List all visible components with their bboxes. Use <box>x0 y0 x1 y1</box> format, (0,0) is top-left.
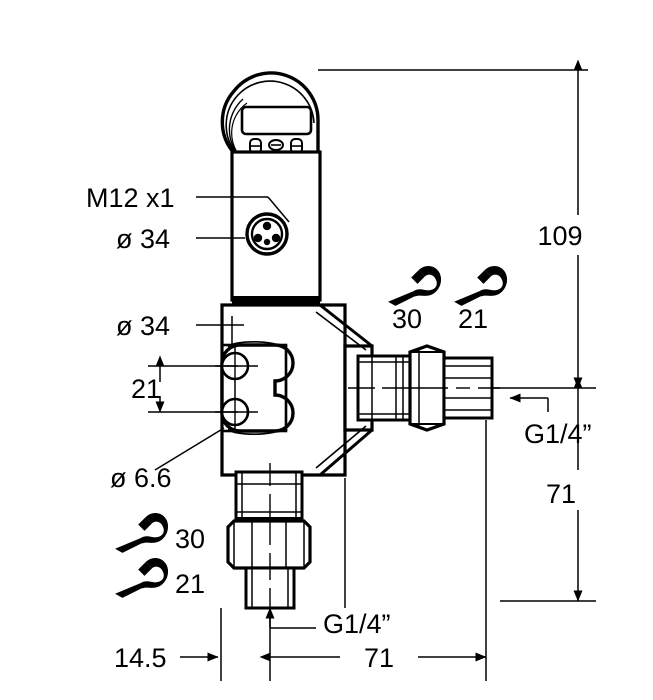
label-width-71: 71 <box>364 643 394 673</box>
label-dia-6-6: ø 6.6 <box>110 463 172 493</box>
process-connection-bottom <box>226 463 312 612</box>
mounting-bracket <box>215 340 295 436</box>
label-thread-g14-right: G1/4” <box>524 419 592 449</box>
label-m12-thread: M12 x1 <box>86 183 175 213</box>
wrench-icon-bottom-30 <box>115 512 169 553</box>
label-wrench-top-21: 21 <box>458 304 488 334</box>
label-wrench-top-30: 30 <box>392 304 422 334</box>
label-dia-34-connector: ø 34 <box>116 224 170 254</box>
label-hole-spacing-21: 21 <box>131 374 161 404</box>
wrench-icon-top-30 <box>388 265 442 306</box>
wrench-icon-top-21 <box>454 265 508 306</box>
label-height-71: 71 <box>546 479 576 509</box>
button-center[interactable] <box>268 139 284 151</box>
lcd-screen <box>240 105 313 136</box>
dimension-lines <box>148 59 596 681</box>
process-connection-right <box>348 344 500 432</box>
label-width-14-5: 14.5 <box>114 643 167 673</box>
label-wrench-bottom-21: 21 <box>175 569 205 599</box>
m12-connector <box>245 212 289 256</box>
label-thread-g14-bottom: G1/4” <box>323 609 391 639</box>
button-left[interactable] <box>249 138 262 154</box>
sensor-housing <box>230 150 322 304</box>
label-dia-34-body: ø 34 <box>116 311 170 341</box>
label-height-109: 109 <box>537 221 582 251</box>
display-head <box>220 71 320 164</box>
label-wrench-bottom-30: 30 <box>175 524 205 554</box>
wrench-icon-bottom-21 <box>115 557 169 598</box>
seal-band <box>232 296 320 304</box>
